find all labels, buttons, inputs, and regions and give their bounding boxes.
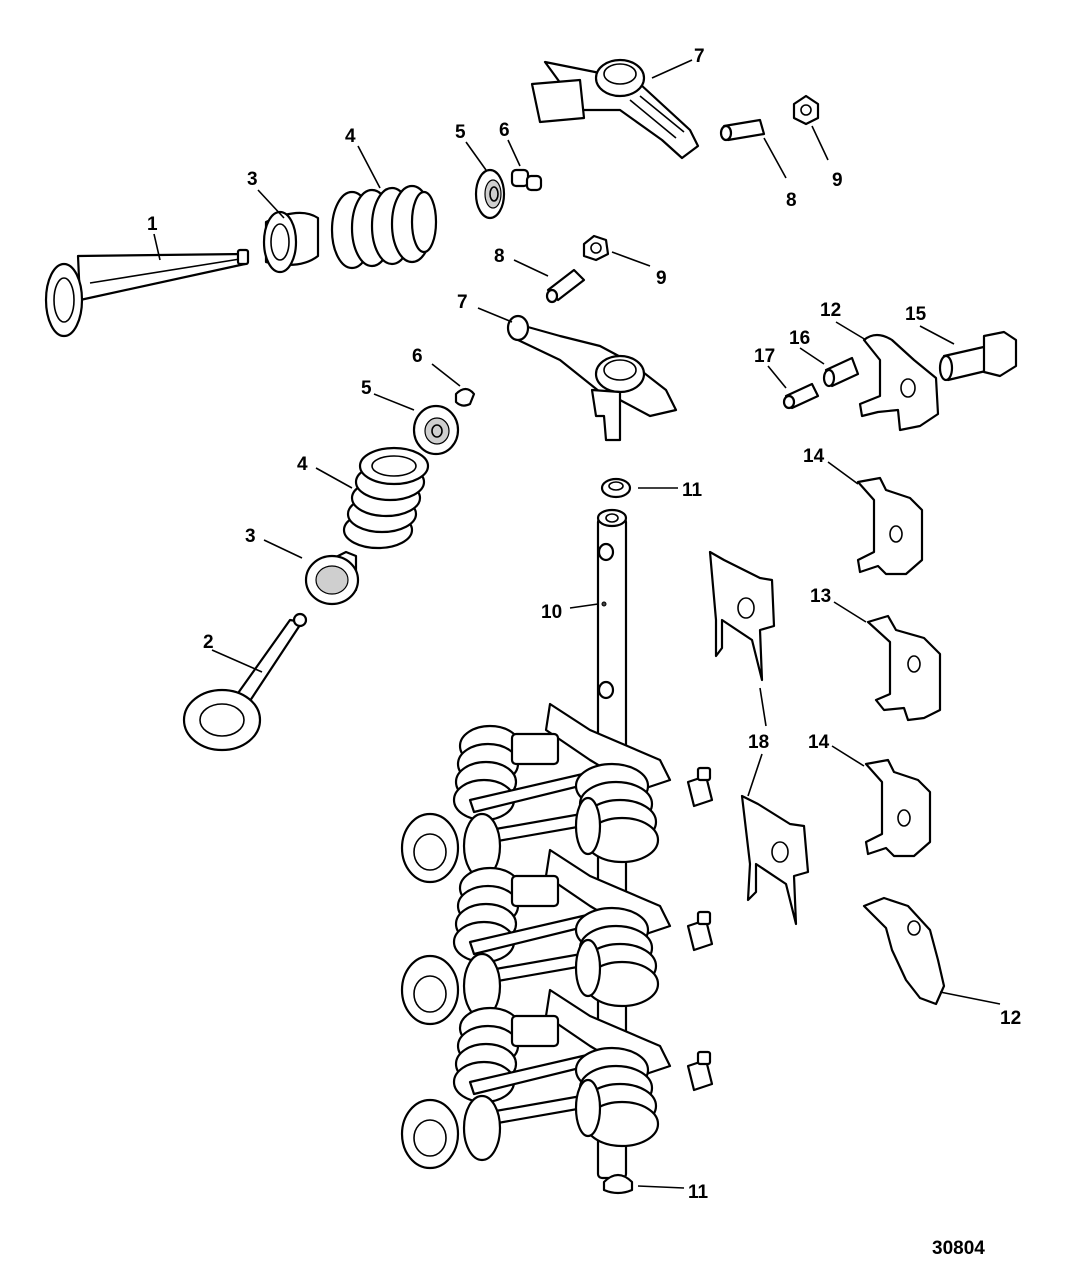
nut-part-9-mid — [582, 234, 610, 262]
valve-seal-part-3-top — [262, 210, 320, 274]
callout-12-top: 12 — [820, 300, 841, 321]
callout-13: 13 — [810, 586, 831, 607]
callout-17: 17 — [754, 346, 775, 367]
spring-retainer-part-5-top — [474, 168, 506, 220]
plug-part-11-top — [600, 477, 632, 499]
callout-7-mid: 7 — [457, 292, 468, 313]
callout-9-mid: 9 — [656, 268, 667, 289]
valve-keeper-part-6-top — [510, 168, 543, 192]
rocker-arm-part-7-top — [530, 58, 700, 160]
valve-part-2 — [182, 612, 308, 752]
callout-14-bottom: 14 — [808, 732, 830, 753]
figure-number: 30804 — [932, 1238, 985, 1259]
callout-5-top: 5 — [455, 122, 466, 143]
valve-seal-part-3-mid — [304, 550, 360, 606]
callout-15: 15 — [905, 304, 927, 325]
clip-part-14-bottom — [864, 758, 932, 858]
spacer-part-17 — [782, 382, 820, 410]
callout-12-bottom: 12 — [1000, 1008, 1021, 1029]
callout-4-mid: 4 — [297, 454, 308, 475]
rocker-arm-part-7-mid — [506, 314, 678, 442]
callout-10: 10 — [541, 602, 562, 623]
callout-2: 2 — [203, 632, 214, 653]
valve-spring-part-4-mid — [342, 446, 430, 550]
clip-part-14-top — [856, 476, 924, 576]
callout-3-top: 3 — [247, 169, 258, 190]
callout-8-mid: 8 — [494, 246, 505, 267]
plug-part-11-bottom — [602, 1173, 634, 1195]
valve-keeper-part-6-mid — [454, 387, 476, 407]
spring-retainer-part-5-mid — [412, 404, 460, 456]
callout-14-top: 14 — [803, 446, 825, 467]
callout-11-bottom: 11 — [688, 1182, 709, 1203]
adjuster-pin-part-8-mid — [545, 268, 586, 304]
callout-5-mid: 5 — [361, 378, 372, 399]
callout-8-top: 8 — [786, 190, 797, 211]
adjuster-pin-part-8-top — [719, 118, 766, 142]
leader-lines — [153, 59, 1001, 1189]
spring-clip-part-18-top — [708, 550, 776, 682]
bracket-part-12-bottom — [862, 896, 946, 1006]
valve-assembly-tier-1 — [400, 702, 714, 884]
callout-11-top: 11 — [682, 480, 703, 501]
callout-16: 16 — [789, 328, 810, 349]
callout-3-mid: 3 — [245, 526, 256, 547]
spring-clip-part-18-bottom — [740, 794, 810, 926]
callout-6-top: 6 — [499, 120, 510, 141]
valve-part-1 — [44, 248, 250, 338]
callout-1: 1 — [147, 214, 158, 235]
valve-spring-part-4-top — [330, 184, 438, 270]
spacer-part-16 — [822, 356, 860, 388]
valve-assembly-tier-3 — [400, 988, 714, 1170]
nut-part-9-top — [792, 94, 820, 126]
callout-18: 18 — [748, 732, 769, 753]
callout-7-top: 7 — [694, 46, 705, 67]
bracket-part-12-top — [858, 333, 940, 432]
valve-assembly-tier-2 — [400, 848, 714, 1026]
bolt-part-15 — [938, 330, 1018, 382]
callout-9-top: 9 — [832, 170, 843, 191]
callout-6-mid: 6 — [412, 346, 423, 367]
callout-4-top: 4 — [345, 126, 356, 147]
bracket-part-13 — [866, 614, 942, 722]
